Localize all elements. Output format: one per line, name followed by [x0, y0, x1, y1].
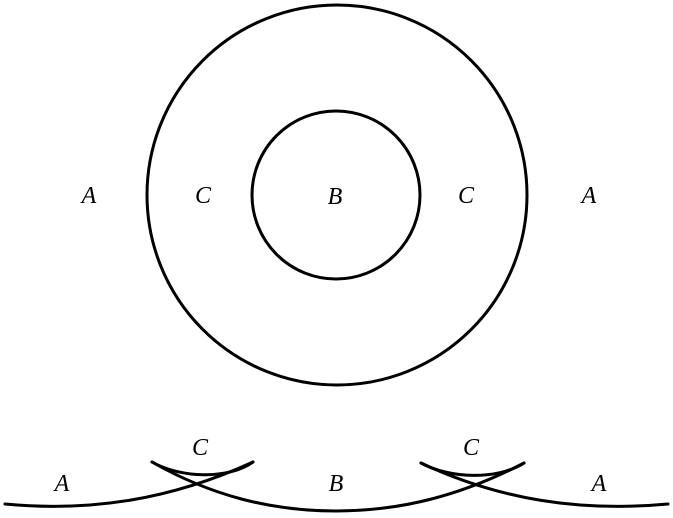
right-bump-arc: [419, 461, 526, 477]
label-region-a-right: A: [580, 183, 597, 209]
outer-circle: [145, 3, 529, 387]
label-region-b-center: B: [328, 184, 343, 210]
middle-arc: [150, 460, 526, 513]
label-region-a-left: A: [80, 183, 97, 209]
label-section-a-left: A: [53, 471, 70, 497]
inner-circle: [250, 109, 422, 281]
label-region-c-left: C: [195, 183, 212, 209]
top-view: A C B C A: [80, 3, 597, 387]
left-outer-arc: [3, 460, 255, 508]
label-section-b-middle: B: [329, 471, 344, 497]
right-outer-arc: [419, 461, 670, 508]
label-section-a-right: A: [590, 471, 607, 497]
label-region-c-right: C: [458, 183, 475, 209]
left-bump-arc: [150, 460, 255, 477]
label-section-c-left: C: [192, 435, 209, 461]
label-section-c-right: C: [463, 435, 480, 461]
cross-section-view: A C B C A: [3, 435, 670, 513]
